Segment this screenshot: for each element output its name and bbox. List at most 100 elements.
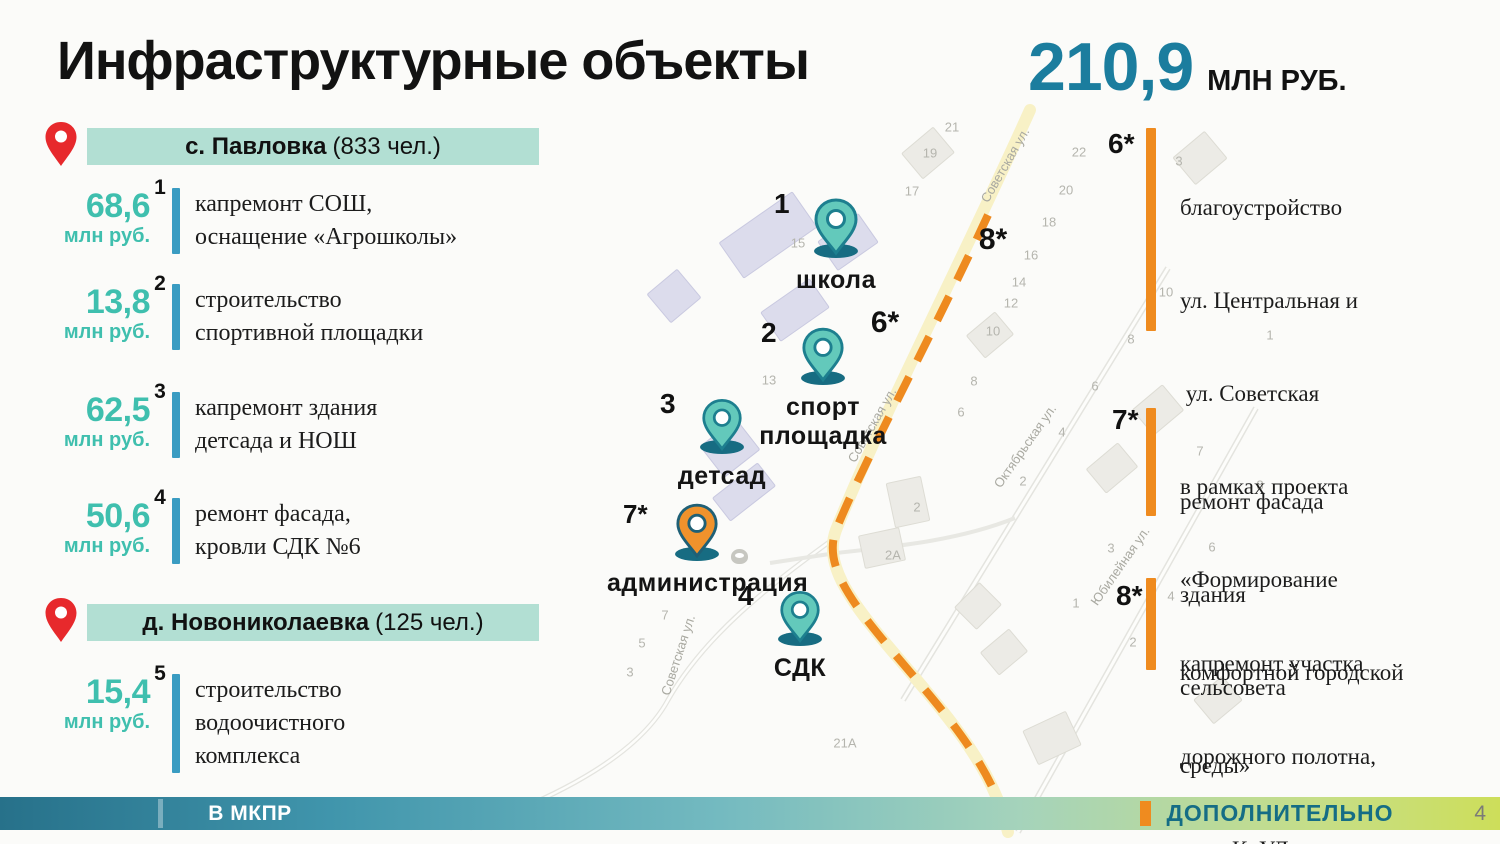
section-population: (125 чел.): [375, 608, 484, 636]
map-mark-8: 8*: [978, 223, 1008, 256]
map-building-number: 2: [1019, 473, 1027, 489]
map-building-number: 6: [957, 404, 965, 420]
item-bar: [172, 674, 180, 773]
map-building-number: 21А: [833, 735, 857, 751]
item-value: 15,4 млн руб.: [63, 673, 151, 733]
pin-number: 1: [774, 188, 790, 219]
street-view-icon: [731, 549, 748, 564]
footer-divider: [158, 799, 163, 828]
page-title: Инфраструктурные объекты: [57, 31, 810, 91]
teal-pin-icon: [702, 398, 742, 452]
map-building-number: 1: [1266, 327, 1274, 343]
map-building-number: 6: [1091, 378, 1099, 394]
note-bar: [1146, 408, 1156, 516]
teal-pin-icon: [814, 198, 858, 256]
pin-number: 7*: [623, 499, 648, 529]
map-pin-kindergarten: 3 детсад: [632, 388, 812, 491]
budget-item-1: 68,6 млн руб. 1 капремонт СОШ, оснащение…: [45, 176, 457, 254]
note-text: ремонт фасада здания сельсовета: [1180, 489, 1324, 700]
item-index: 5: [154, 662, 166, 685]
pin-number: 4: [738, 580, 754, 611]
note-bar: [1146, 128, 1156, 331]
red-map-pin-icon: [45, 598, 77, 642]
item-bar: [172, 188, 180, 254]
map-building-number: 8: [1127, 331, 1135, 347]
budget-item-4: 50,6 млн руб. 4 ремонт фасада, кровли СД…: [45, 486, 361, 564]
pin-label: школа: [796, 266, 876, 294]
item-bar: [172, 498, 180, 564]
budget-item-3: 62,5 млн руб. 3 капремонт здания детсада…: [45, 380, 378, 458]
item-index: 3: [154, 380, 166, 403]
pin-label: СДК: [773, 654, 827, 682]
map-building-number: 19: [922, 145, 938, 161]
map-building-number: 8: [1256, 477, 1264, 493]
map-building-number: 2: [913, 499, 921, 515]
map-building-number: 2А: [885, 547, 901, 563]
item-value: 50,6 млн руб.: [63, 497, 151, 557]
map-building-number: 3: [1175, 153, 1183, 169]
red-map-pin-icon: [45, 122, 77, 166]
map-pin-sports-ground: 2 спорт площадка: [733, 317, 913, 451]
section-population: (833 чел.): [332, 132, 441, 160]
map-building-number: 1: [1072, 595, 1080, 611]
item-index: 1: [154, 176, 166, 199]
section-header-pavlovka: с. Павловка (833 чел.): [45, 122, 539, 166]
map-building-number: 3: [626, 664, 634, 680]
map-building-number: 10: [1158, 284, 1174, 300]
map-building-number: 10: [985, 323, 1001, 339]
map-building-number: 5: [638, 635, 646, 651]
map-building-number: 4: [1058, 424, 1066, 440]
footer-orange-mark: [1140, 801, 1151, 826]
pin-label: детсад: [677, 462, 767, 490]
pin-label: спорт площадка: [759, 393, 887, 450]
map-mark-6: 6*: [870, 306, 900, 339]
footer-bar: В МКПР ДОПОЛНИТЕЛЬНО 4: [0, 797, 1500, 830]
item-bar: [172, 392, 180, 458]
item-index: 4: [154, 486, 166, 509]
section-name: д. Новониколаевка: [142, 608, 370, 636]
map-building-number: 13: [761, 372, 777, 388]
pin-label: администрация: [607, 569, 809, 597]
footer-label-additional: ДОПОЛНИТЕЛЬНО: [1166, 800, 1394, 826]
map-building-number: 7: [1196, 443, 1204, 459]
pin-number: 3: [660, 388, 676, 419]
item-description: строительство водоочистного комплекса: [195, 677, 346, 769]
map-building-number: 18: [1041, 214, 1057, 230]
item-description: ремонт фасада, кровли СДК №6: [195, 501, 361, 560]
map-pin-administration: 7* администрация: [607, 499, 809, 598]
item-value: 62,5 млн руб.: [63, 391, 151, 451]
map-pin-sdk: 4 СДК: [710, 580, 890, 683]
orange-pin-icon: [676, 503, 718, 559]
item-value: 13,8 млн руб.: [63, 283, 151, 343]
map-pin-school: 1 школа: [746, 188, 926, 295]
section-header-novonikolaevka: д. Новониколаевка (125 чел.): [45, 598, 539, 642]
teal-pin-icon: [802, 327, 844, 383]
map-building-number: 12: [1003, 295, 1019, 311]
section-name: с. Павловка: [185, 132, 327, 160]
map-building-number: 14: [1011, 274, 1027, 290]
map-building-number: 15: [790, 235, 806, 251]
budget-item-5: 15,4 млн руб. 5 строительство водоочистн…: [45, 662, 346, 773]
map-building-number: 16: [1023, 247, 1039, 263]
total-amount-value: 210,9: [1028, 29, 1194, 105]
budget-item-2: 13,8 млн руб. 2 строительство спортивной…: [45, 272, 423, 350]
note-text: капремонт участка дорожного полотна, пла…: [1180, 651, 1376, 844]
map-building-number: 21: [944, 119, 960, 135]
teal-pin-icon: [780, 590, 820, 644]
footer-label-mkpr: В МКПР: [208, 801, 292, 825]
map-building-number: 3: [1107, 540, 1115, 556]
note-text: благоустройство ул. Центральная и ул. Со…: [1180, 195, 1404, 778]
map-building-number: 17: [904, 183, 920, 199]
map-building-number: 22: [1071, 144, 1087, 160]
pin-number: 2: [761, 317, 777, 348]
map-building-number: 6: [1208, 539, 1216, 555]
item-description: капремонт здания детсада и НОШ: [195, 395, 378, 454]
map-building-number: 2: [1129, 634, 1137, 650]
map-building-number: 20: [1058, 182, 1074, 198]
map-building-number: 7: [661, 607, 669, 623]
item-index: 2: [154, 272, 166, 295]
